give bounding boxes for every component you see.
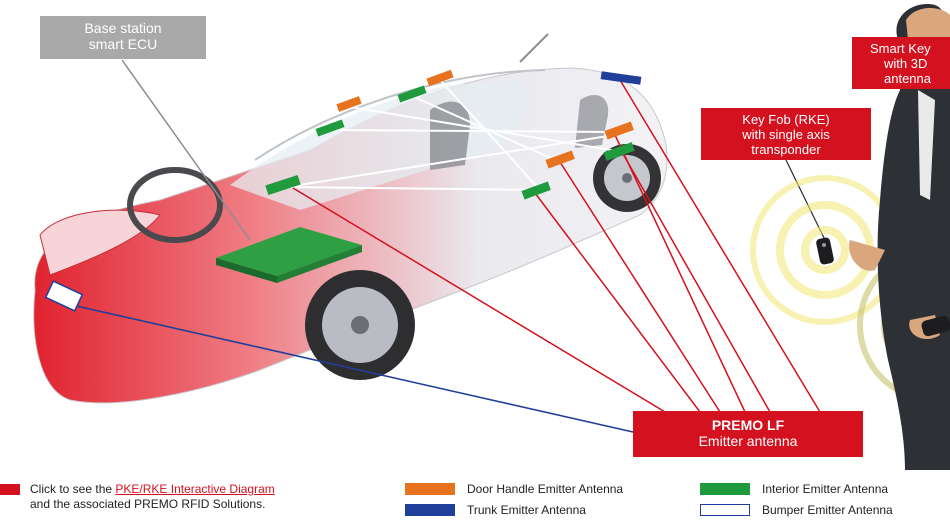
key-fob-callout-line-3: transponder (751, 141, 821, 157)
interior-antenna (265, 174, 301, 196)
legend-door-handle-label: Door Handle Emitter Antenna (467, 482, 624, 496)
smart-key-callout-line-1: Smart Key (870, 41, 931, 56)
bumper-swatch (700, 504, 750, 516)
front-wheel (305, 270, 415, 380)
ecu-module (216, 227, 362, 283)
smart-key-icon (921, 315, 950, 337)
trunk-swatch (405, 504, 455, 516)
car-illustration (33, 33, 668, 404)
premo-callout-line-2: Emitter antenna (698, 433, 798, 450)
premo-connection-lines (292, 79, 821, 413)
key-fob-callout-line-2: with single axis (742, 126, 830, 142)
door-handle-antenna (336, 96, 362, 112)
legend-bumper: Bumper Emitter Antenna (700, 503, 893, 517)
legend-trunk-label: Trunk Emitter Antenna (467, 503, 586, 517)
bumper-antenna (44, 280, 84, 312)
interior-swatch (700, 483, 750, 495)
ecu-callout-line-2: smart ECU (88, 36, 158, 53)
interior-antenna (521, 181, 551, 200)
smart-key-callout-line-2: with 3D (884, 55, 928, 71)
legend-interior-label: Interior Emitter Antenna (762, 482, 889, 496)
key-fob-callout: Key Fob (RKE) with single axis transpond… (701, 108, 871, 160)
smart-key-callout: Smart Key with 3D antenna (852, 37, 950, 89)
legend-click-suffix: and the associated PREMO RFID Solutions. (30, 497, 266, 511)
wire-harness (286, 79, 628, 191)
door-handle-antenna (545, 150, 575, 169)
interior-antenna (397, 85, 427, 103)
trunk-antenna (600, 71, 642, 85)
person-illustration (849, 4, 950, 470)
red-marker (0, 484, 20, 495)
interior-antennas (265, 85, 635, 200)
smart-key-callout-line-3: antenna (884, 70, 931, 86)
interior-antenna (315, 119, 345, 137)
legend: Click to see the PKE/RKE Interactive Dia… (0, 470, 950, 530)
rear-wheel (593, 144, 661, 212)
legend-interior: Interior Emitter Antenna (700, 482, 888, 496)
legend-bumper-label: Bumper Emitter Antenna (762, 503, 893, 517)
legend-trunk: Trunk Emitter Antenna (405, 503, 586, 517)
ecu-callout: Base station smart ECU (40, 16, 206, 59)
legend-click-prefix: Click to see the (30, 482, 116, 496)
key-fob-callout-line-1: Key Fob (RKE) (742, 112, 830, 127)
premo-callout: PREMO LF Emitter antenna (633, 411, 863, 457)
fob-pointer-line (785, 159, 826, 241)
door-handle-antenna (604, 121, 634, 140)
premo-callout-line-1: PREMO LF (711, 417, 785, 433)
key-fob-icon (816, 237, 834, 265)
door-handle-antenna (426, 69, 454, 87)
bumper-connection-line (71, 304, 634, 433)
interior-antenna (603, 142, 635, 161)
legend-interactive-link-item: Click to see the PKE/RKE Interactive Dia… (0, 482, 275, 512)
door-handle-swatch (405, 483, 455, 495)
door-handle-antennas (336, 69, 634, 169)
legend-door-handle: Door Handle Emitter Antenna (405, 482, 623, 496)
ecu-pointer-line (121, 59, 251, 241)
ecu-callout-line-1: Base station (84, 20, 162, 36)
car-antenna-diagram (33, 4, 950, 470)
pke-rke-diagram-link[interactable]: PKE/RKE Interactive Diagram (115, 482, 275, 496)
